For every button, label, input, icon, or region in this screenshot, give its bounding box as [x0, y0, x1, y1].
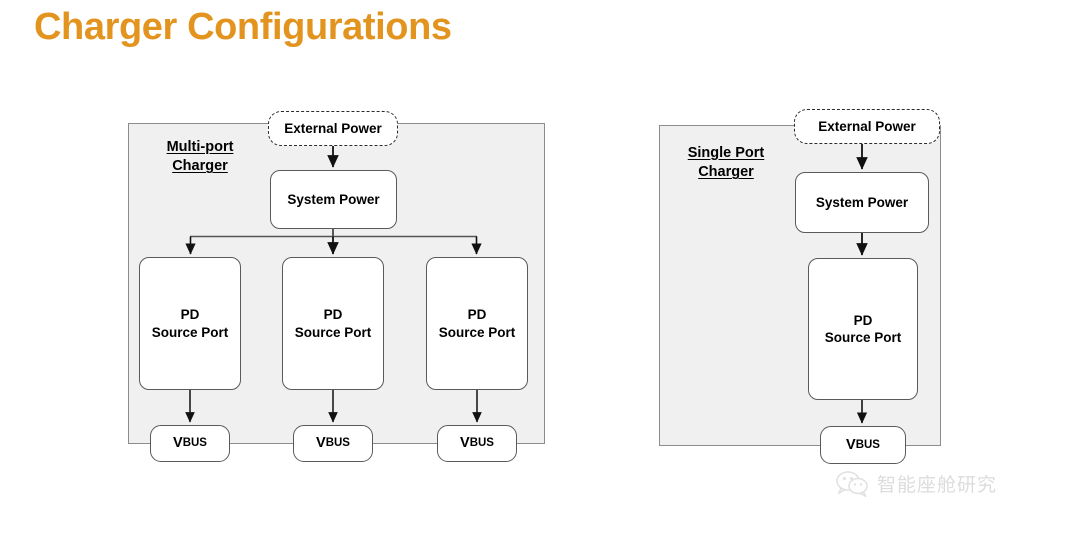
pd-source-port-node-3: PD Source Port	[426, 257, 528, 390]
pd-label-line1: PD	[180, 307, 200, 323]
pd-label-line2: Source Port	[438, 324, 516, 340]
single-port-charger-label: Single Port Charger	[673, 144, 779, 183]
vbus-v-letter: V	[316, 435, 326, 452]
external-power-node-single: External Power	[794, 109, 940, 144]
watermark: 智能座舱研究	[836, 470, 997, 497]
pd-label-line2: Source Port	[294, 324, 372, 340]
system-power-node-multi: System Power	[270, 170, 397, 229]
vbus-bus-letters: BUS	[325, 437, 350, 450]
multi-port-label-line1: Multi-port	[166, 139, 234, 155]
external-power-node-multi: External Power	[268, 111, 398, 146]
pd-label-line1: PD	[323, 307, 343, 323]
vbus-v-letter: V	[846, 436, 856, 453]
vbus-v-letter: V	[460, 435, 470, 452]
pd-label-line1: PD	[467, 307, 487, 323]
pd-label-line1: PD	[853, 312, 873, 328]
vbus-v-letter: V	[173, 435, 183, 452]
page-title: Charger Configurations	[34, 6, 452, 48]
watermark-text: 智能座舱研究	[877, 475, 998, 496]
pd-label-line2: Source Port	[824, 330, 902, 345]
multi-port-label-line2: Charger	[172, 158, 228, 175]
multi-port-charger-label: Multi-port Charger	[154, 138, 246, 177]
vbus-bus-letters: BUS	[182, 437, 207, 450]
pd-label-line2: Source Port	[151, 324, 229, 340]
pd-source-port-node-single: PD Source Port	[808, 258, 918, 400]
pd-source-port-node-2: PD Source Port	[282, 257, 384, 390]
vbus-bus-letters: BUS	[469, 437, 494, 450]
system-power-node-single: System Power	[795, 172, 929, 233]
single-port-label-line1: Single Port	[687, 145, 765, 161]
pd-source-port-node-1: PD Source Port	[139, 257, 241, 390]
wechat-icon	[836, 470, 868, 497]
vbus-bus-letters: BUS	[855, 438, 880, 451]
single-port-label-line2: Charger	[698, 164, 754, 181]
